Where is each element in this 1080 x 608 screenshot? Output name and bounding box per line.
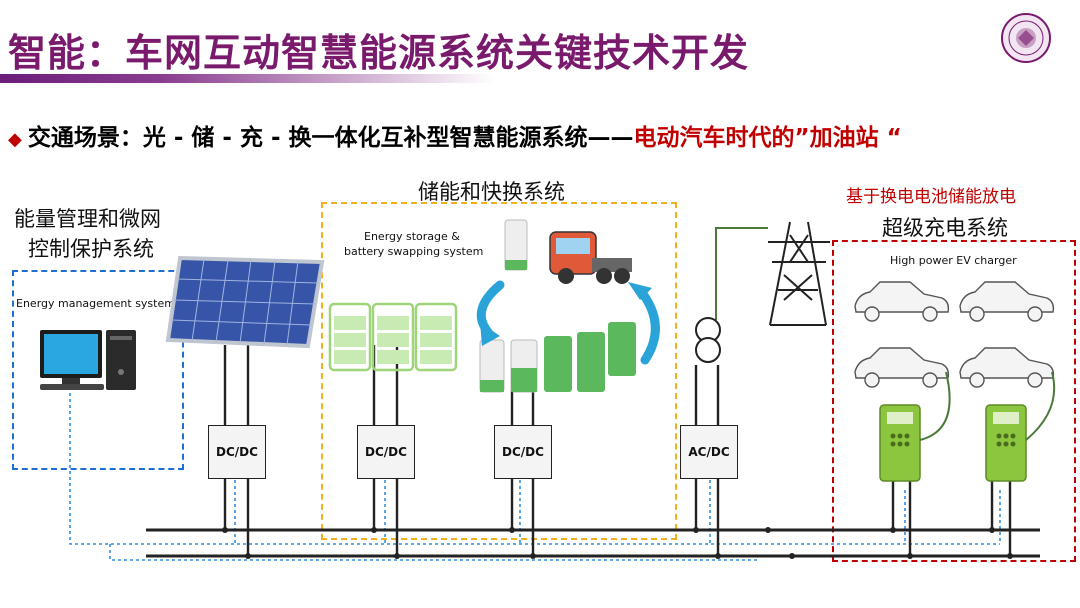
charging-pile-icon (879, 404, 1027, 482)
power-lines (223, 345, 1012, 556)
computer-icon (40, 330, 136, 390)
subtitle-highlight: 电动汽车时代的”加油站 “ (633, 125, 902, 151)
subtitle: ◆交通场景：光 - 储 - 充 - 换一体化互补型智慧能源系统——电动汽车时代的… (8, 118, 902, 152)
subtitle-main: 交通场景：光 - 储 - 充 - 换一体化互补型智慧能源系统—— (27, 125, 634, 151)
charging-cable-icon (919, 371, 1056, 441)
charging-red-label: 基于换电电池储能放电 (846, 187, 1016, 207)
transformer-icon (695, 317, 721, 363)
ems-box (12, 270, 184, 470)
ems-caption: Energy management system (16, 297, 175, 310)
grid-feed-line (715, 227, 768, 320)
communication-lines (69, 393, 1001, 561)
storage-box (321, 202, 677, 540)
charging-caption: High power EV charger (890, 254, 1017, 267)
university-seal-icon (1001, 13, 1051, 63)
page-title: 智能：车网互动智慧能源系统关键技术开发 (8, 31, 750, 75)
bus-junctions (222, 527, 1013, 559)
ems-label-line1: 能量管理和微网 (14, 207, 161, 231)
transmission-tower-icon (768, 221, 830, 326)
title-underline (0, 74, 900, 83)
pv-converter: DC/DC (208, 425, 266, 479)
dc-bus (146, 528, 1040, 558)
battery-pack-icon (328, 302, 458, 372)
swap-battery-icon (479, 219, 636, 393)
charging-box (832, 240, 1076, 562)
storage-label: 储能和快换系统 (418, 180, 565, 204)
solar-panel-icon (165, 255, 325, 349)
storage-converter: DC/DC (357, 425, 415, 479)
storage-caption-line2: battery swapping system (344, 245, 484, 258)
diamond-bullet-icon: ◆ (8, 129, 22, 150)
truck-icon (549, 231, 632, 284)
swap-converter: DC/DC (494, 425, 552, 479)
storage-caption-line1: Energy storage & (364, 230, 460, 243)
grid-converter: AC/DC (680, 425, 738, 479)
car-icon (854, 281, 1055, 388)
charging-label: 超级充电系统 (882, 216, 1008, 240)
ems-label-line2: 控制保护系统 (28, 237, 154, 261)
